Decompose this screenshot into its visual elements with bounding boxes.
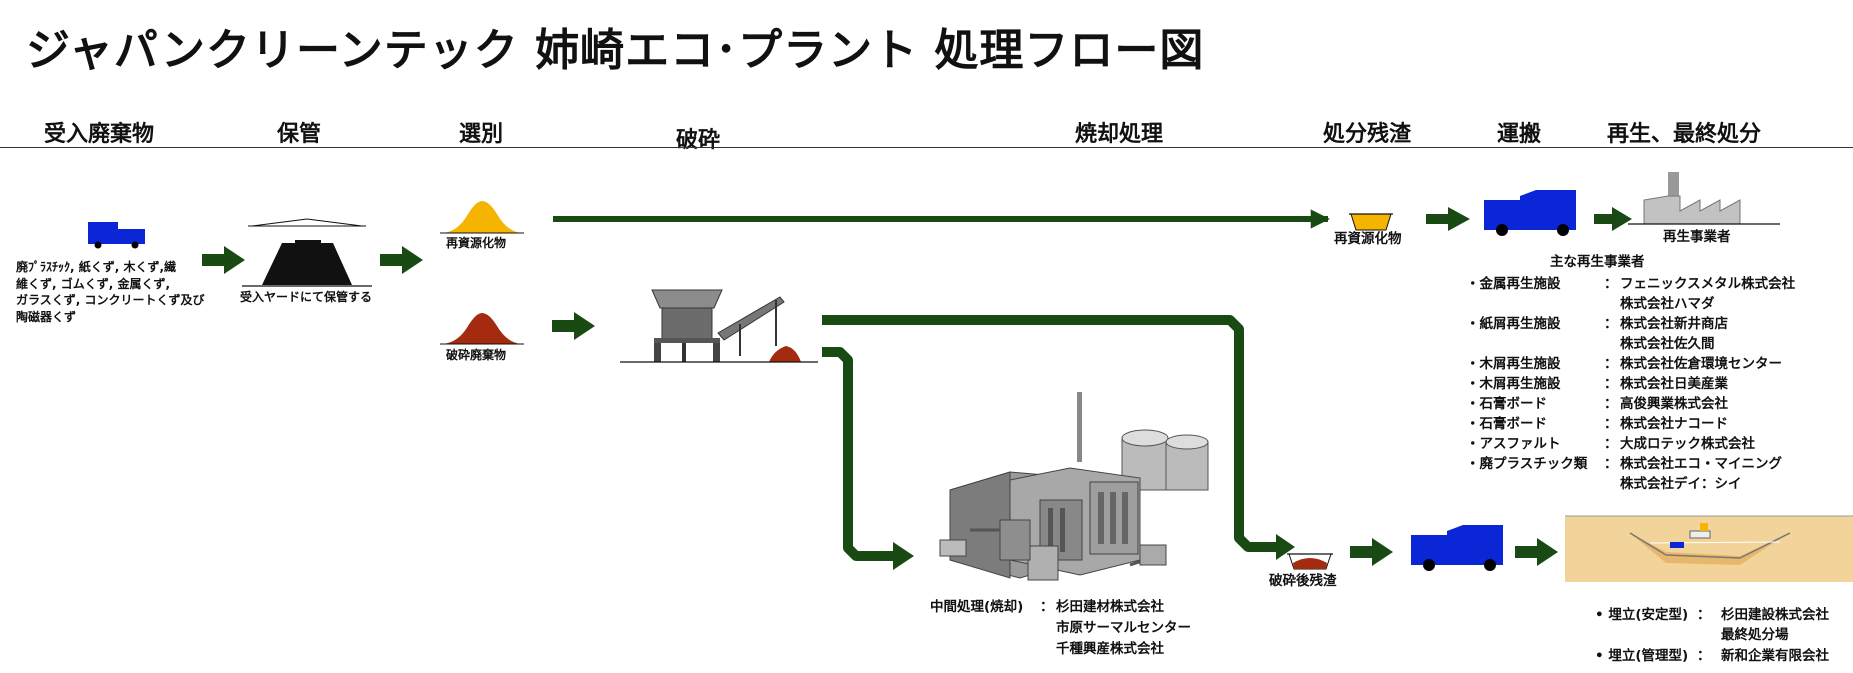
incineration-company: 杉田建材株式会社 — [1056, 599, 1164, 615]
recyclable-pile-icon — [440, 201, 524, 234]
recycler-facility: ・金属再生施設 — [1466, 276, 1561, 292]
transport-truck-icon-bottom — [1411, 525, 1503, 571]
recyclable-residue-label: 再資源化物 — [1334, 231, 1402, 247]
recycler-company: 大成ロテック株式会社 — [1620, 436, 1755, 452]
storage-yard-icon — [242, 218, 372, 287]
waste-types-line-4: 陶磁器くず — [16, 309, 77, 324]
incineration-sep: ： — [1040, 599, 1054, 615]
recycler-sep: ： — [1604, 276, 1618, 292]
arrow-residue-to-truck-top — [1426, 207, 1470, 231]
recycler-sep: ： — [1604, 416, 1618, 432]
waste-types-line-2: 維くず, ゴムくず, 金属くず, — [16, 276, 171, 291]
crusher-machine-icon — [620, 289, 818, 363]
landfill-icon — [1565, 515, 1853, 582]
recycler-facility: ・石膏ボード — [1466, 416, 1547, 432]
stage-receiving: 受入廃棄物 — [44, 122, 155, 147]
stage-final-disposal: 再生、最終処分 — [1607, 122, 1762, 147]
recycler-sep: ： — [1604, 376, 1618, 392]
landfill-company: 新和企業有限会社 — [1721, 648, 1829, 664]
recycler-facility: ・廃プラスチック類 — [1466, 456, 1588, 472]
recycler-company: 株式会社エコ・マイニング — [1620, 456, 1782, 472]
recycler-company: フェニックスメタル株式会社 — [1620, 276, 1796, 292]
arrow-truck-to-recycler — [1594, 207, 1632, 231]
arrow-residue-to-truck-bottom — [1350, 538, 1393, 566]
recycler-sep: ： — [1604, 436, 1618, 452]
arrow-receiving-to-storage — [202, 246, 245, 274]
incineration-plant-icon — [939, 392, 1209, 581]
landfill-type: • 埋立(安定型) — [1595, 607, 1689, 623]
storage-label: 受入ヤードにて保管する — [240, 290, 373, 304]
recycler-company: 株式会社ナコード — [1620, 416, 1728, 432]
recycler-company: 株式会社新井商店 — [1620, 316, 1728, 332]
recycler-sep: ： — [1604, 356, 1618, 372]
recycler-facility: ・石膏ボード — [1466, 396, 1547, 412]
arrow-crusher-to-residue — [822, 315, 1278, 552]
recycler-company: 株式会社佐久間 — [1620, 336, 1715, 352]
recycler-facility: ・紙屑再生施設 — [1466, 316, 1561, 332]
recycler-facility: ・アスファルト — [1466, 436, 1561, 452]
recycler-factory-icon — [1628, 172, 1780, 225]
stage-residue: 処分残渣 — [1323, 122, 1412, 147]
recycler-facility: ・木屑再生施設 — [1466, 376, 1561, 392]
stage-storage: 保管 — [277, 122, 322, 147]
transport-truck-icon-top — [1484, 190, 1576, 236]
recycler-sep: ： — [1604, 396, 1618, 412]
landfill-sep: ： — [1697, 607, 1711, 623]
recyclable-residue-tray-icon — [1349, 213, 1393, 231]
recycler-company: 株式会社日美産業 — [1620, 376, 1728, 392]
arrow-truck-to-landfill — [1515, 538, 1558, 566]
recycler-sep: ： — [1604, 316, 1618, 332]
page-title: ジャパンクリーンテック 姉崎エコ･プラント 処理フロー図 — [26, 25, 1205, 76]
arrow-storage-to-sorting — [380, 246, 423, 274]
stage-sorting: 選別 — [459, 122, 504, 147]
recycler-company: 株式会社佐倉環境センター — [1620, 356, 1782, 372]
header-divider — [0, 147, 1853, 148]
landfill-operators: • 埋立(安定型) ： 杉田建設株式会社 最終処分場 • 埋立(管理型) ： 新… — [1595, 605, 1853, 669]
receiving-truck-icon — [88, 222, 145, 249]
crushed-waste-pile-icon — [440, 313, 524, 345]
recycler-label: 再生事業者 — [1663, 229, 1731, 245]
crushed-residue-tray-icon — [1287, 553, 1333, 570]
crushed-residue-label: 破砕後残渣 — [1269, 573, 1337, 589]
incineration-company: 市原サーマルセンター — [1056, 620, 1191, 636]
arrow-crusher-to-incinerator — [822, 347, 895, 561]
landfill-sep: ： — [1697, 648, 1711, 664]
main-recyclers-title: 主な再生事業者 — [1550, 254, 1645, 270]
recycler-facility: ・木屑再生施設 — [1466, 356, 1561, 372]
landfill-company: 杉田建設株式会社 — [1721, 607, 1829, 623]
incineration-label: 中間処理(焼却) — [930, 599, 1024, 615]
recycler-sep: ： — [1604, 456, 1618, 472]
recycler-company: 高俊興業株式会社 — [1620, 396, 1728, 412]
waste-types-line-3: ガラスくず, コンクリートくず及び — [16, 293, 205, 307]
stage-crushing: 破砕 — [676, 128, 721, 153]
crushed-waste-label: 破砕廃棄物 — [446, 348, 507, 362]
recycler-company: 株式会社ハマダ — [1620, 296, 1715, 312]
landfill-company: 最終処分場 — [1721, 627, 1789, 643]
stage-incineration: 焼却処理 — [1075, 122, 1164, 147]
recycler-company: 株式会社デイ：シイ — [1620, 476, 1742, 492]
waste-types-line-1: 廃ﾌﾟﾗｽﾁｯｸ, 紙くず, 木くず,繊 — [16, 260, 177, 274]
arrow-sorting-to-crusher — [552, 312, 595, 340]
incineration-operators: 中間処理(焼却) ： 杉田建材株式会社 市原サーマルセンター 千種興産株式会社 — [930, 597, 1240, 661]
landfill-type: • 埋立(管理型) — [1595, 648, 1689, 664]
recyclable-label: 再資源化物 — [446, 236, 507, 250]
stage-transport: 運搬 — [1497, 122, 1542, 147]
incineration-company: 千種興産株式会社 — [1056, 641, 1164, 657]
